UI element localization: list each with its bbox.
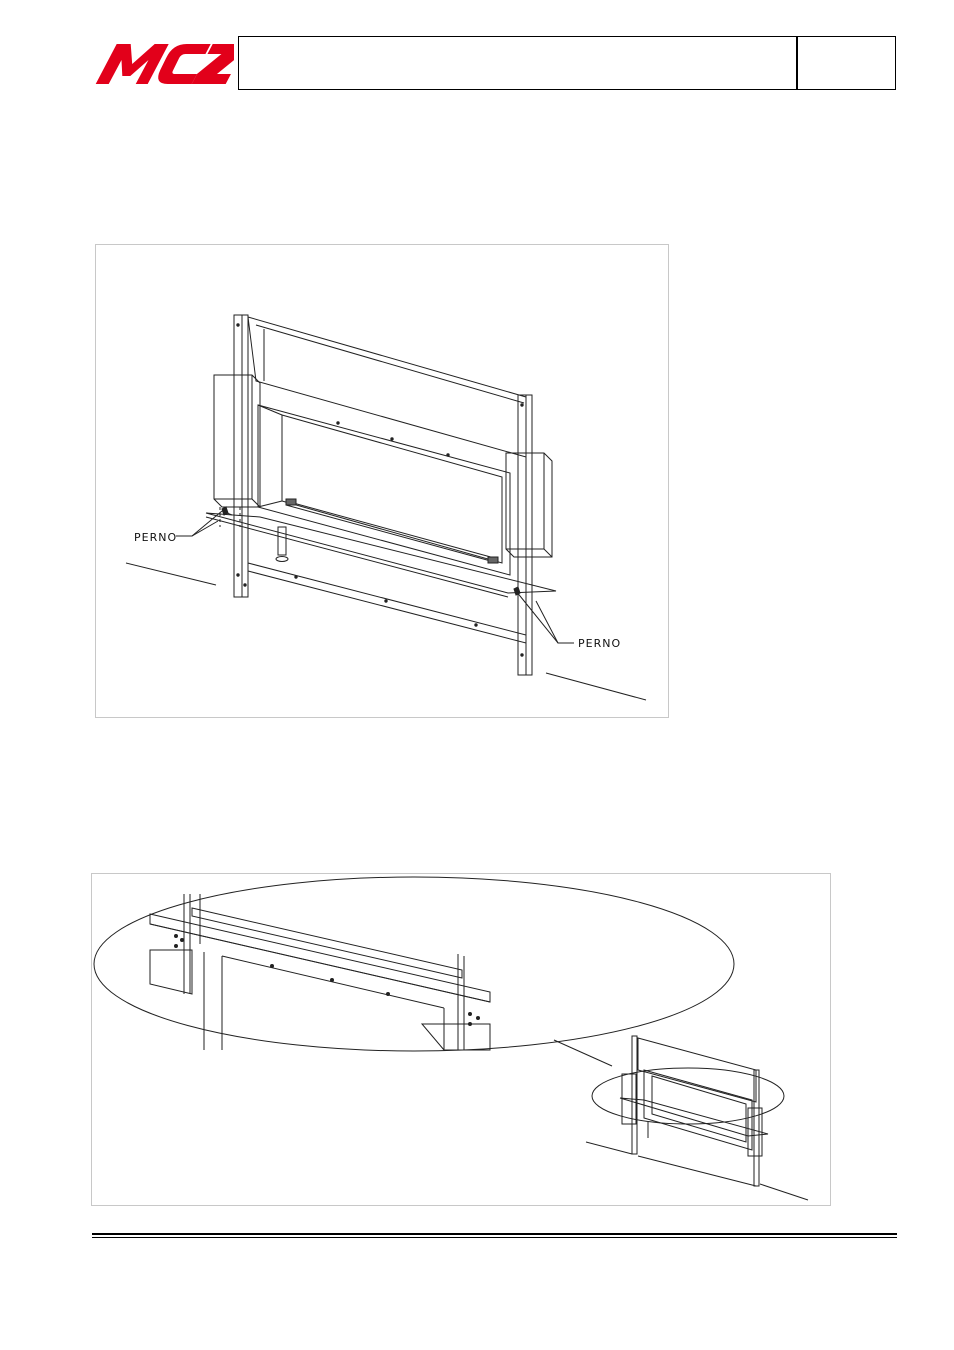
- leader-left-2: [176, 520, 219, 537]
- footer-rule: [92, 1233, 897, 1235]
- leader-right: [515, 590, 574, 644]
- center-foot: [275, 526, 289, 562]
- pin-right: [513, 586, 521, 596]
- detail-enlarged: [149, 894, 491, 1051]
- mcz-logo: [92, 40, 247, 86]
- document-title: [239, 37, 796, 89]
- top-panel: [247, 316, 527, 458]
- page-number: [798, 37, 895, 89]
- perno-label-left: PERNO: [134, 531, 177, 544]
- leader-right-2: [535, 600, 574, 644]
- footer-rule-thin: [92, 1237, 897, 1238]
- detail-connector: [553, 1039, 613, 1067]
- perno-label-right: PERNO: [578, 637, 621, 650]
- figure-shelf-detail: [91, 873, 831, 1206]
- floor-line-right: [545, 672, 647, 701]
- header-divider: [796, 37, 798, 89]
- floor-line-left: [125, 562, 217, 586]
- left-post: [233, 314, 249, 598]
- right-side-box: [505, 452, 553, 585]
- header-box: [238, 36, 896, 90]
- pin-left: [221, 506, 233, 516]
- lower-bar: [205, 512, 557, 644]
- right-post: [517, 394, 533, 676]
- left-side-box: [213, 374, 261, 527]
- firebox-frame: [257, 404, 511, 576]
- detail-ellipse: [93, 876, 735, 1052]
- small-full-view: [585, 1035, 809, 1201]
- figure-frame-assembly: PERNO PERNO: [95, 244, 669, 718]
